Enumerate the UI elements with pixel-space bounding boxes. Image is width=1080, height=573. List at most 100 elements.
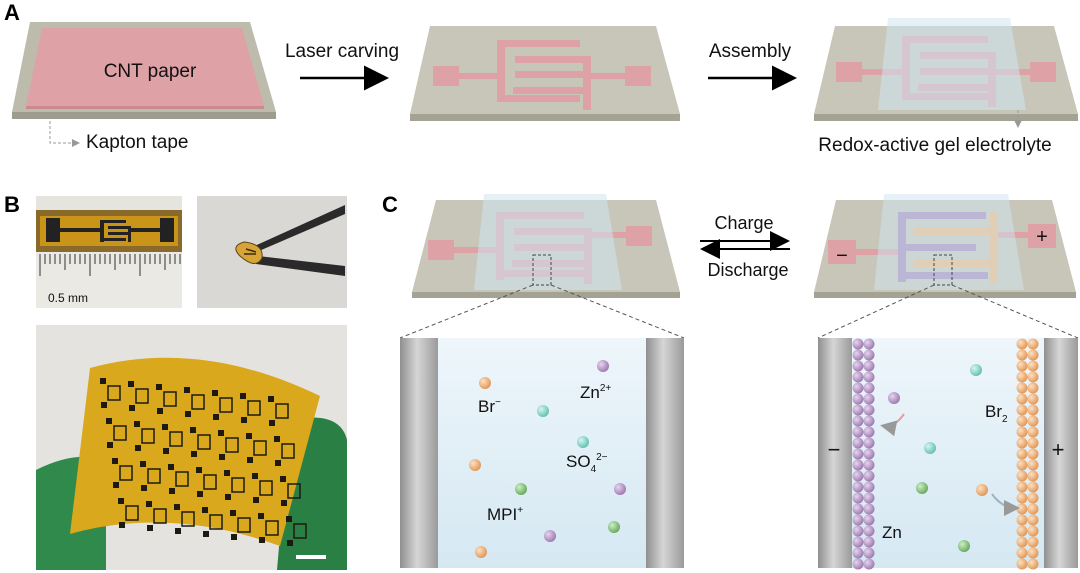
array-electrode [247,400,261,416]
br2-molecule [1016,426,1028,438]
br2-molecule [1016,393,1028,405]
array-pad [268,396,274,402]
zn-atom [863,448,875,460]
array-pad [259,537,265,543]
zn-atom [863,437,875,449]
zn-atom [863,393,875,405]
array-electrode [253,440,267,456]
br2-molecule [1027,437,1039,449]
zn-atom [863,371,875,383]
zn-ion [888,392,900,404]
zn-atom [852,525,864,537]
array-pad [185,411,191,417]
array-pad [175,528,181,534]
array-pad [280,476,286,482]
zn-atom [852,360,864,372]
br-ion [479,377,491,389]
array-pad [129,405,135,411]
zn-atom [863,514,875,526]
zoom-lines [399,284,1079,339]
array-pad [231,534,237,540]
array-pad [219,454,225,460]
array-pad [113,482,119,488]
array-pad [203,531,209,537]
cnt-paper-sheet [12,22,276,119]
array-electrode [169,431,183,447]
array-pad [106,418,112,424]
br2-molecule [1027,558,1039,570]
array-electrode [265,520,279,536]
array-pad [162,424,168,430]
cell-discharged [400,338,684,568]
array-pad [184,387,190,393]
array-pad [230,510,236,516]
array-pad [163,448,169,454]
array-pad [253,497,259,503]
array-electrode [287,483,301,499]
array-electrode [135,388,149,404]
so4-ion [924,442,936,454]
scale-label: 0.5 mm [48,291,88,305]
zn-atom [863,558,875,570]
zn-atom [863,360,875,372]
so4-ion [970,364,982,376]
br2-molecule [1027,448,1039,460]
so4-ion-label: SO42− [566,452,608,475]
zn-atom [852,514,864,526]
br2-molecule [1016,547,1028,559]
array-electrode [191,394,205,410]
array-pad [118,498,124,504]
br2-molecule [1027,415,1039,427]
flexible-array-photo [36,325,347,570]
br2-molecule [1027,338,1039,350]
br2-molecule [1016,481,1028,493]
device-charged [814,194,1076,298]
br-ion [976,484,988,496]
br2-molecule [1016,459,1028,471]
array-electrode [281,443,295,459]
array-electrode [175,471,189,487]
zn-atom [863,349,875,361]
array-electrode [153,508,167,524]
mpi-ion [515,483,527,495]
array-pad [287,540,293,546]
zn-deposit-layer [852,338,875,570]
zn-atom [863,492,875,504]
array-pad [202,507,208,513]
br2-molecule [1016,514,1028,526]
zn-atom [863,470,875,482]
zn-atom [863,426,875,438]
ions-discharged [469,360,626,558]
br2-molecule [1016,338,1028,350]
zn-atom [852,503,864,515]
array-pad [169,488,175,494]
br2-molecule [1027,481,1039,493]
br2-molecule [1027,426,1039,438]
zn-atom [863,525,875,537]
br2-label: Br2 [985,402,1008,425]
kapton-tape-label: Kapton tape [86,132,188,153]
zn-atom [863,338,875,350]
carved-device [410,26,680,121]
array-pad [174,504,180,510]
br2-molecule [1016,492,1028,504]
br2-molecule [1016,415,1028,427]
tweezers-photo [197,196,347,308]
array-pad [112,458,118,464]
array-electrode [231,477,245,493]
br2-molecule [1027,470,1039,482]
zn-atom [852,382,864,394]
array-pad [128,381,134,387]
zn-atom [852,558,864,570]
so4-ion [537,405,549,417]
br2-molecule [1027,393,1039,405]
array-electrode [181,511,195,527]
br2-molecule [1016,404,1028,416]
br2-molecule [1027,459,1039,471]
cell-plus-sign: + [1052,437,1065,462]
array-electrode [125,505,139,521]
array-pad [190,427,196,433]
array-electrode [119,465,133,481]
zn-atom [863,415,875,427]
array-pad [101,402,107,408]
